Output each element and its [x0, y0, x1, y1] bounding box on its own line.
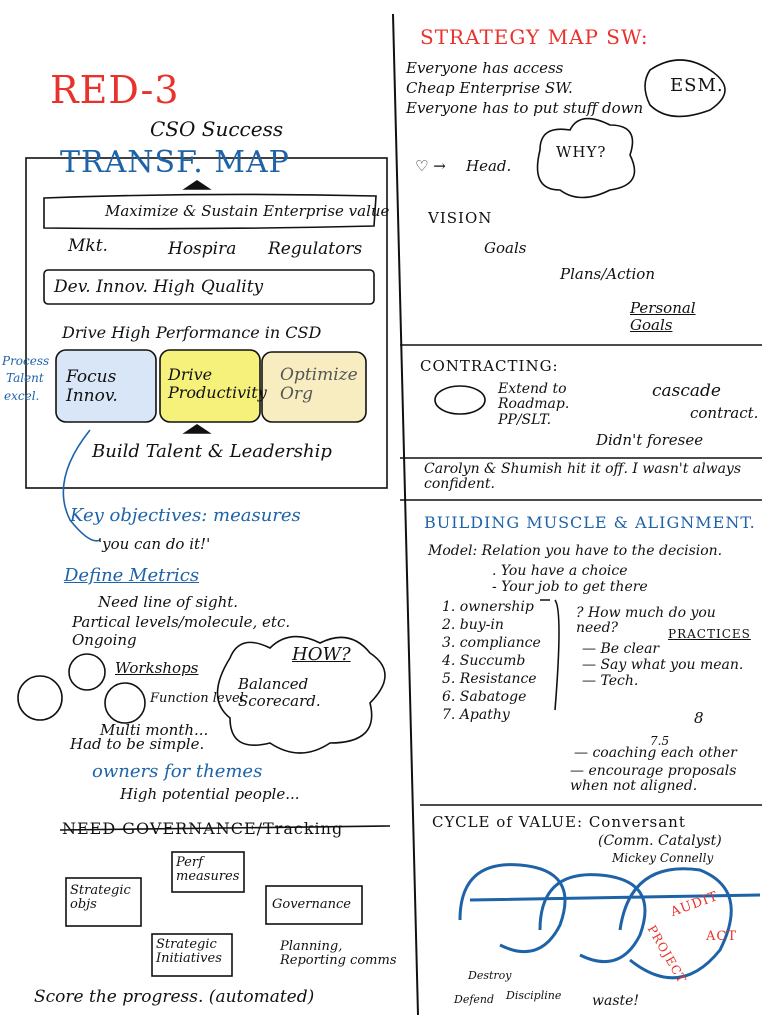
contracting-heading: CONTRACTING: — [420, 357, 559, 375]
metrics-note: Ongoing — [72, 631, 137, 649]
model-sub: - Your job to get there — [492, 579, 648, 595]
why-label: WHY? — [556, 143, 607, 161]
head-label: Head. — [466, 157, 512, 175]
pillar-optimize: Optimize Org — [280, 365, 358, 404]
how-much: ? How much do you need? — [576, 605, 716, 637]
row-label: Mkt. — [68, 236, 108, 256]
top-box-text: Maximize & Sustain Enterprise value — [105, 202, 390, 220]
gov-box: Strategic objs — [70, 883, 131, 913]
level: 4. Succumb — [442, 653, 526, 669]
you-can: 'you can do it!' — [98, 535, 211, 553]
bottom-word: Destroy — [468, 969, 512, 982]
metrics-note: Partical levels/molecule, etc. — [72, 613, 291, 631]
page-title: RED-3 — [50, 68, 180, 112]
gov-box: Strategic Initiatives — [156, 937, 222, 967]
vision-chain: Personal Goals — [630, 299, 696, 334]
vision-chain: VISION — [428, 209, 493, 227]
model-sub: . You have a choice — [492, 563, 628, 579]
coaching: — coaching each other — [574, 745, 737, 761]
number: 7.5 — [650, 734, 670, 748]
level: 5. Resistance — [442, 671, 537, 687]
bullet: Everyone has to put stuff down — [406, 99, 644, 117]
high-potential: High potential people... — [120, 785, 300, 803]
level: 7. Apathy — [442, 707, 510, 723]
bullet: Everyone has access — [406, 59, 564, 77]
gov-box: Governance — [272, 897, 351, 912]
vision-chain: Plans/Action — [560, 265, 655, 283]
extend-text: Extend to Roadmap. PP/SLT. — [498, 381, 570, 428]
cloud-text: Balanced Scorecard. — [238, 675, 321, 710]
side-note: Process — [2, 354, 50, 368]
heart-icon: ♡ → — [415, 157, 446, 175]
vision-chain: Goals — [484, 239, 527, 257]
cloud-how: HOW? — [292, 644, 351, 665]
gov-box: Perf measures — [176, 855, 240, 885]
drive-high-text: Drive High Performance in CSD — [62, 323, 322, 342]
level: 1. ownership — [442, 599, 534, 615]
metrics-note: Multi month... — [100, 721, 209, 739]
practice-item: — Be clear — [582, 641, 660, 657]
metrics-note: Need line of sight. — [98, 593, 239, 611]
define-metrics: Define Metrics — [64, 565, 200, 586]
practice-item: — Tech. — [582, 673, 639, 689]
cycle-heading: CYCLE of VALUE: Conversant — [432, 813, 686, 831]
pillar-focus: Focus Innov. — [66, 367, 118, 406]
score-text: Score the progress. (automated) — [34, 987, 315, 1007]
practice-item: — Say what you mean. — [582, 657, 744, 673]
row-label: Regulators — [268, 239, 363, 259]
number: 8 — [694, 709, 704, 727]
key-objectives: Key objectives: measures — [70, 505, 301, 526]
carolyn-text: Carolyn & Shumish hit it off. I wasn't a… — [424, 461, 742, 493]
row-label: Hospira — [168, 239, 237, 259]
dev-box-text: Dev. Innov. High Quality — [54, 277, 264, 297]
map-title: TRANSF. MAP — [60, 145, 290, 180]
metrics-note: Workshops — [115, 659, 199, 677]
side-note: Talent — [6, 371, 44, 385]
pillar-drive: Drive Productivity — [168, 365, 267, 402]
planning-text: Planning, Reporting comms — [280, 939, 397, 969]
governance-heading: NEED GOVERNANCE/Tracking — [62, 819, 344, 838]
bottom-word: Discipline — [506, 989, 562, 1002]
bullet: Cheap Enterprise SW. — [406, 79, 573, 97]
contract-text: contract. — [690, 404, 759, 422]
mickey: Mickey Connelly — [612, 851, 714, 865]
bottom-word: Defend — [454, 993, 495, 1006]
bottom-word: waste! — [592, 993, 640, 1009]
esm-label: ESM. — [670, 75, 724, 96]
didnt-text: Didn't foresee — [596, 431, 704, 449]
building-heading: BUILDING MUSCLE & ALIGNMENT. — [424, 513, 756, 532]
cascade-text: cascade — [652, 381, 721, 401]
level: 3. compliance — [442, 635, 541, 651]
level: 2. buy-in — [442, 617, 504, 633]
strategy-title: STRATEGY MAP SW: — [420, 25, 649, 49]
subtitle: CSO Success — [150, 117, 284, 141]
owners-text: owners for themes — [92, 761, 263, 782]
level: 6. Sabatoge — [442, 689, 527, 705]
coaching: — encourage proposals when not aligned. — [570, 763, 737, 795]
side-note: excel. — [4, 389, 40, 403]
practices-label: PRACTICES — [668, 627, 751, 641]
metrics-note: Had to be simple. — [70, 735, 205, 753]
loop-word: ACT — [706, 929, 738, 944]
metrics-note: Function level — [150, 691, 244, 706]
build-text: Build Talent & Leadership — [92, 441, 332, 462]
cycle-sub: (Comm. Catalyst) — [598, 833, 722, 849]
model-text: Model: Relation you have to the decision… — [428, 543, 723, 559]
